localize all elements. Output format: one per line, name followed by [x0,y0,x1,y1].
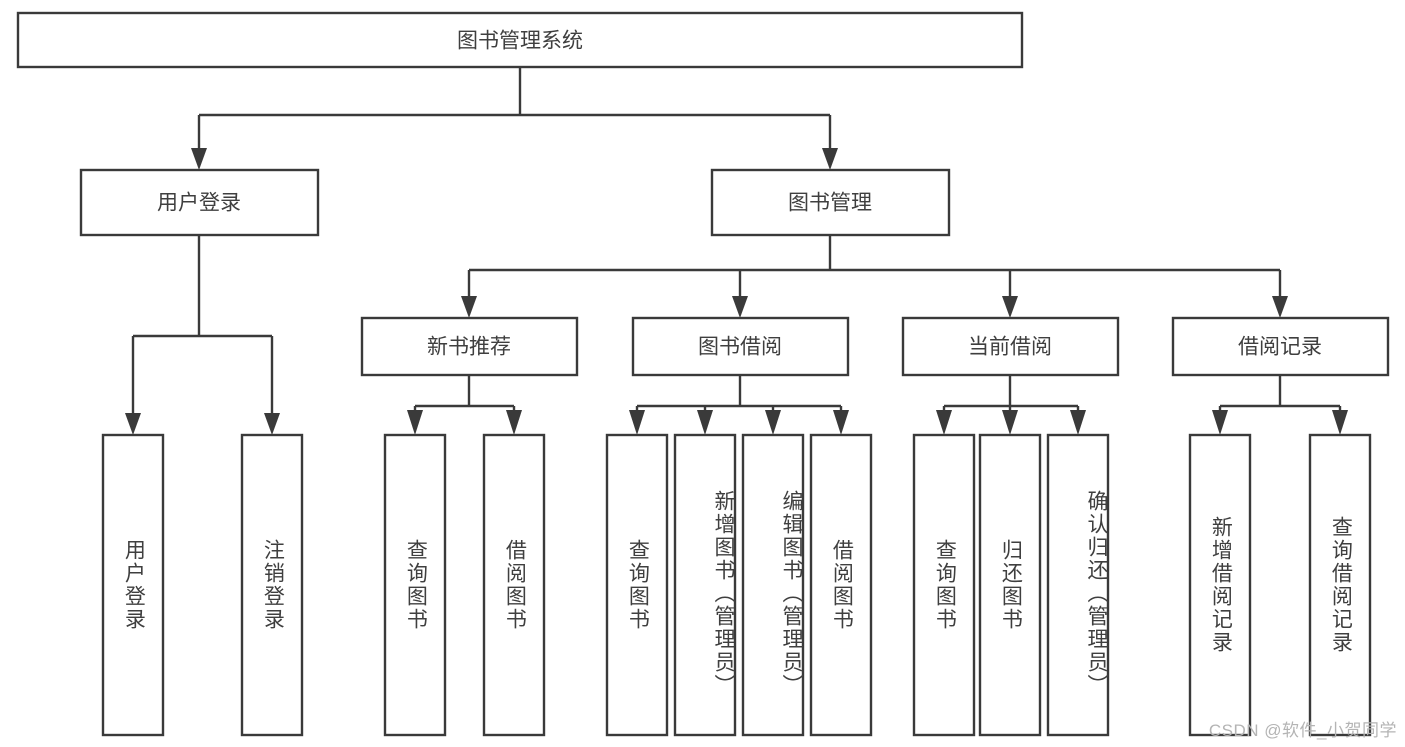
connector-group-root-to-level2 [191,67,838,170]
node-user-login-label: 用户登录 [157,192,241,215]
node-borrow-record-box[interactable] [1171,316,1390,377]
leaf-box-borrow-record-1[interactable] [1188,433,1252,737]
leaf-box-book-borrow-1[interactable] [605,433,669,737]
arrow-user-login-child-2 [264,413,280,435]
arrow-current-borrow-child-1 [936,410,952,435]
arrow-book-borrow-child-4 [833,410,849,435]
arrow-new-book-child-2 [506,410,522,435]
leaf-box-user-login-1[interactable] [101,433,165,737]
node-book-borrow-box[interactable] [631,316,850,377]
node-book-borrow-label: 图书借阅 [698,336,782,359]
arrow-to-book-borrow [732,296,748,318]
arrow-to-user-login [191,148,207,170]
node-new-book-recommend-box[interactable] [360,316,579,377]
leaf-box-borrow-record-2[interactable] [1308,433,1372,737]
connector-group-current-borrow-children [936,375,1086,435]
arrow-book-borrow-child-2 [697,410,713,435]
arrow-to-new-book [461,296,477,318]
connector-group-new-book-children [407,375,522,435]
leaf-box-new-book-1[interactable] [383,433,447,737]
leaf-box-user-login-2[interactable] [240,433,304,737]
arrow-book-borrow-child-1 [629,410,645,435]
arrow-borrow-record-child-1 [1212,410,1228,435]
arrow-current-borrow-child-3 [1070,410,1086,435]
arrow-borrow-record-child-2 [1332,410,1348,435]
node-user-login-box[interactable] [79,168,320,237]
arrow-to-book-manage [822,148,838,170]
node-book-manage-box[interactable] [710,168,951,237]
node-new-book-recommend-label: 新书推荐 [427,336,511,359]
leaf-box-book-borrow-4[interactable] [809,433,873,737]
arrow-current-borrow-child-2 [1002,410,1018,435]
node-root-label: 图书管理系统 [457,30,583,53]
leaf-box-current-borrow-2[interactable] [978,433,1042,737]
node-borrow-record-label: 借阅记录 [1238,336,1322,359]
arrow-to-borrow-record [1272,296,1288,318]
arrow-to-current-borrow [1002,296,1018,318]
node-current-borrow-box[interactable] [901,316,1120,377]
leaf-box-new-book-2[interactable] [482,433,546,737]
leaf-box-current-borrow-3[interactable] [1046,433,1110,737]
arrow-user-login-child-1 [125,413,141,435]
node-root-box[interactable] [16,11,1024,69]
node-current-borrow-label: 当前借阅 [968,336,1052,359]
leaf-box-book-borrow-2[interactable] [673,433,737,737]
connector-group-user-login-children [125,235,280,435]
leaf-box-current-borrow-1[interactable] [912,433,976,737]
leaf-box-book-borrow-3[interactable] [741,433,805,737]
connector-group-book-manage-children [461,235,1288,318]
csdn-watermark: CSDN @软件_小贺同学 [1208,721,1397,740]
arrow-new-book-child-1 [407,410,423,435]
connector-group-book-borrow-children [629,375,849,435]
arrow-book-borrow-child-3 [765,410,781,435]
node-book-manage-label: 图书管理 [788,192,872,215]
connector-group-borrow-record-children [1212,375,1348,435]
